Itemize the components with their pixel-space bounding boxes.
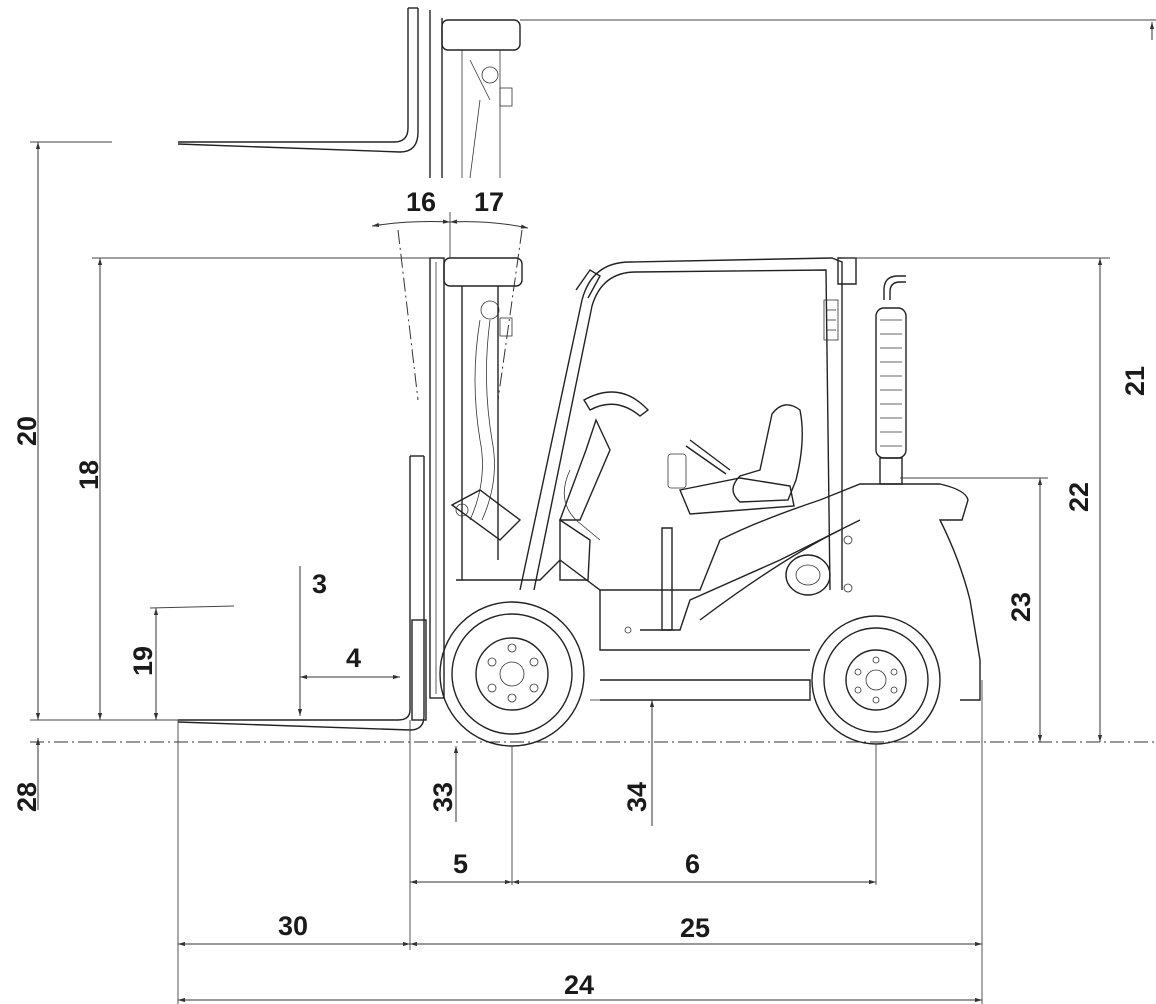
label-21: 21 bbox=[1120, 366, 1150, 396]
rear-wheel bbox=[811, 615, 941, 745]
mast bbox=[429, 257, 523, 699]
label-4: 4 bbox=[346, 643, 361, 673]
label-33: 33 bbox=[428, 782, 458, 812]
label-18: 18 bbox=[74, 460, 104, 490]
label-34: 34 bbox=[622, 782, 652, 812]
raised-fork bbox=[177, 7, 521, 179]
forklift-drawing bbox=[30, 7, 1156, 747]
label-25: 25 bbox=[680, 913, 710, 943]
exhaust bbox=[875, 275, 907, 485]
front-wheel bbox=[439, 601, 585, 747]
extension-lines bbox=[30, 19, 1156, 1004]
overhead-guard bbox=[519, 257, 857, 591]
seat bbox=[667, 404, 803, 515]
label-20: 20 bbox=[12, 416, 42, 446]
dim-arc-17 bbox=[449, 219, 529, 229]
dim-arc-16 bbox=[371, 219, 451, 227]
label-28: 28 bbox=[12, 782, 42, 812]
label-23: 23 bbox=[1006, 592, 1036, 622]
label-16: 16 bbox=[406, 187, 436, 217]
steering bbox=[558, 391, 650, 581]
tilt-line-back bbox=[497, 229, 523, 401]
tilt-line-forward bbox=[397, 229, 419, 401]
label-3: 3 bbox=[312, 569, 327, 599]
lowered-fork bbox=[177, 455, 427, 731]
label-24: 24 bbox=[564, 970, 594, 1000]
label-17: 17 bbox=[474, 187, 504, 217]
dimension-lines bbox=[35, 22, 1155, 1003]
label-5: 5 bbox=[453, 849, 468, 879]
label-22: 22 bbox=[1064, 482, 1094, 512]
dimension-labels: 16 17 3 4 5 6 30 25 24 20 18 19 28 33 34… bbox=[12, 187, 1150, 1000]
label-6: 6 bbox=[685, 849, 700, 879]
label-19: 19 bbox=[128, 646, 158, 676]
chassis bbox=[456, 483, 981, 701]
label-30: 30 bbox=[278, 911, 308, 941]
